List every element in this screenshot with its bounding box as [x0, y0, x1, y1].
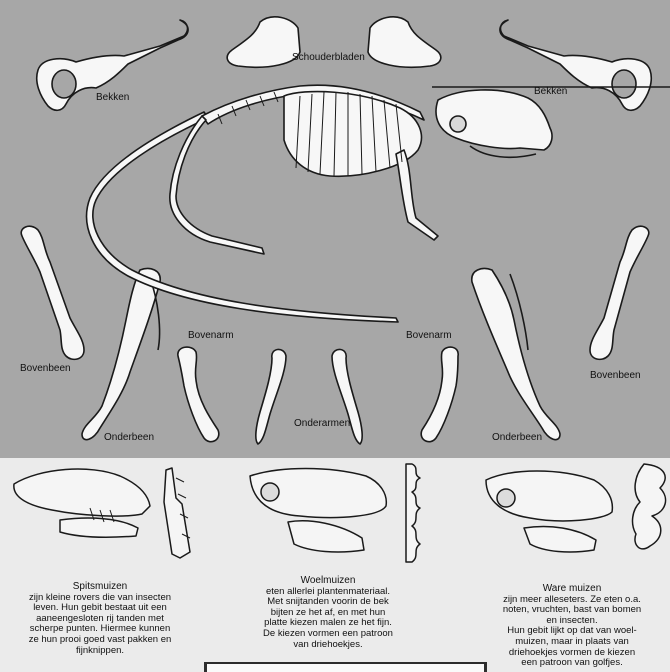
species-line: ze hun prooi goed vast pakken en: [10, 635, 190, 646]
mouse-molars: [633, 464, 666, 549]
vole-molars: [406, 464, 420, 562]
species-mouse: Ware muizen zijn meer alleseters. Ze ete…: [482, 584, 662, 669]
vole-jaw: [288, 521, 364, 552]
label-bekken-left: Bekken: [96, 92, 129, 104]
tibia-left: [82, 269, 160, 440]
species-panel: Spitsmuizen zijn kleine rovers die van i…: [0, 458, 670, 672]
shoulder-blade-left: [227, 17, 300, 67]
mouse-jaw: [524, 527, 596, 553]
species-shrew: Spitsmuizen zijn kleine rovers die van i…: [10, 582, 190, 656]
species-title: Spitsmuizen: [10, 582, 190, 593]
humerus-right: [421, 347, 458, 442]
species-line: fijnknippen.: [10, 646, 190, 657]
label-bovenarm-right: Bovenarm: [406, 330, 452, 342]
humerus-left: [178, 347, 219, 442]
species-title: Woelmuizen: [238, 576, 418, 587]
femur-left: [21, 226, 84, 359]
forelimb-skeleton: [396, 150, 438, 240]
footer-bar-inner: [207, 664, 484, 672]
forearm-left: [256, 349, 286, 444]
skeleton-illustration: [0, 0, 670, 458]
species-line: muizen, maar in plaats van: [482, 637, 662, 648]
shoulder-blade-right: [368, 17, 441, 67]
femur-right: [590, 226, 649, 359]
footer-bar: [204, 662, 487, 672]
bone-diagram-panel: Schouderbladen Bekken Bekken Bovenarm Bo…: [0, 0, 670, 458]
label-bekken-right: Bekken: [534, 86, 567, 98]
shrew-jaw: [60, 518, 138, 537]
species-line: De kiezen vormen een patroon: [238, 629, 418, 640]
label-bovenarm-left: Bovenarm: [188, 330, 234, 342]
shrew-teeth: [164, 468, 190, 558]
species-line: een patroon van golfjes.: [482, 658, 662, 669]
hindlimb-skeleton: [170, 116, 264, 254]
label-bovenbeen-left: Bovenbeen: [20, 363, 71, 375]
tibia-right: [472, 269, 560, 440]
shrew-skull: [14, 469, 150, 516]
species-title: Ware muizen: [482, 584, 662, 595]
label-onderarmen: Onderarmen: [294, 418, 350, 430]
label-onderbeen-right: Onderbeen: [492, 432, 542, 444]
label-bovenbeen-right: Bovenbeen: [590, 370, 641, 382]
species-line: van driehoekjes.: [238, 640, 418, 651]
species-vole: Woelmuizen eten allerlei plantenmateriaa…: [238, 576, 418, 650]
label-schouderbladen: Schouderbladen: [292, 52, 365, 64]
label-onderbeen-left: Onderbeen: [104, 432, 154, 444]
